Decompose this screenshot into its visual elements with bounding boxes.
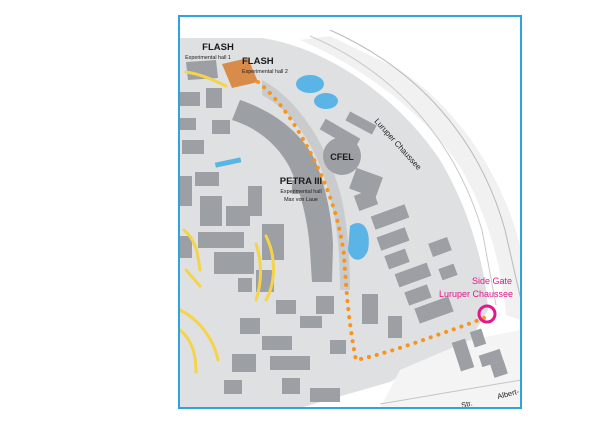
gate-label-line1: Side Gate bbox=[472, 276, 512, 286]
pond-1 bbox=[296, 75, 324, 93]
road-edge-outer bbox=[329, 29, 521, 301]
south-block bbox=[380, 330, 521, 408]
albert-street-edge bbox=[379, 379, 521, 405]
flash1-subtitle: Experimental hall 1 bbox=[185, 55, 231, 61]
petra-ring-ground bbox=[262, 80, 350, 290]
flash2-hall bbox=[222, 58, 258, 88]
cfel-wing-2 bbox=[349, 167, 383, 199]
pond-3 bbox=[348, 223, 369, 260]
side-gate-marker[interactable] bbox=[477, 304, 497, 324]
petra-subtitle-1: Experimental hall bbox=[280, 189, 321, 195]
street-str: Str. bbox=[460, 398, 473, 409]
left-buildings bbox=[180, 88, 346, 402]
pond-2 bbox=[314, 93, 338, 109]
pond-4 bbox=[214, 157, 242, 168]
south-buildings bbox=[451, 328, 508, 378]
map-frame bbox=[178, 15, 522, 409]
right-buildings bbox=[345, 111, 458, 338]
cfel-label: CFEL bbox=[330, 152, 354, 162]
flash2-title: FLASH bbox=[242, 56, 274, 67]
flash2-subtitle: Experimental hall 2 bbox=[242, 69, 288, 75]
walking-route bbox=[256, 80, 486, 363]
gate-label-line2: Luruper Chaussee bbox=[439, 289, 513, 299]
petra-subtitle-2: Max von Laue bbox=[284, 197, 318, 203]
petra-hall bbox=[232, 100, 333, 282]
cfel-wing bbox=[319, 118, 361, 150]
petra-title: PETRA III bbox=[280, 176, 322, 187]
footpaths bbox=[179, 70, 275, 374]
flash1-title: FLASH bbox=[202, 42, 234, 53]
road-edge-inner bbox=[309, 35, 497, 306]
roadside-strip bbox=[300, 36, 521, 320]
